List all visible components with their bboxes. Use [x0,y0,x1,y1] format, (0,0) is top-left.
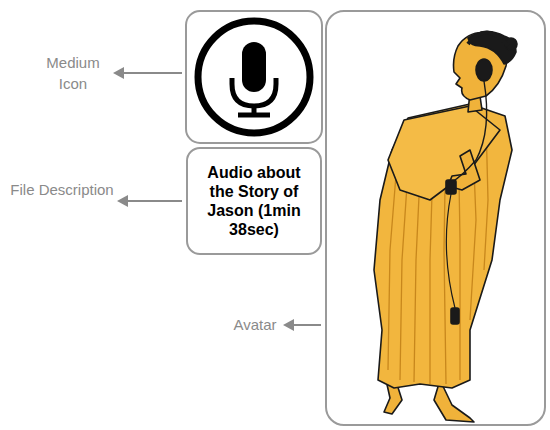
avatar-figure [374,31,517,422]
description-box: Audio about the Story of Jason (1min 38s… [186,147,322,255]
file-description: Audio about the Story of Jason (1min 38s… [198,163,310,239]
microphone-icon [198,21,310,133]
part-label: Avatar [228,314,282,335]
avatar-box [326,11,545,425]
icon-box [186,11,322,143]
leader-arrow [113,67,321,331]
part-label: Medium Icon [35,52,111,94]
part-label: File Description [10,179,114,200]
